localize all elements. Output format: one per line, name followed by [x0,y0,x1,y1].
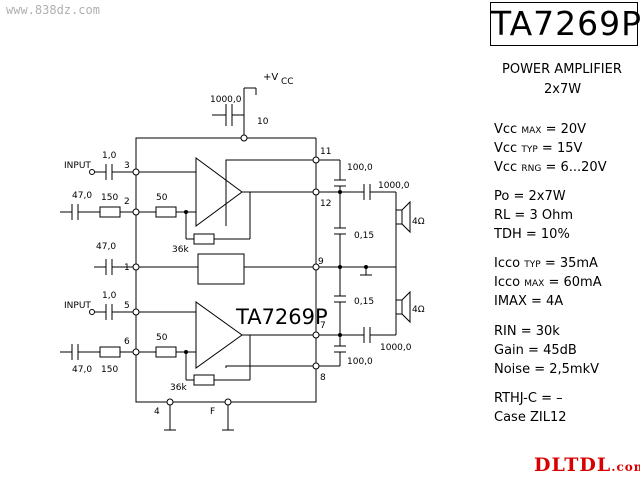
spec-vcc-max: Vcc MAX = 20V [494,122,587,137]
cap-fb-2-label: 47,0 [72,365,92,375]
spec-power-rating: 2x7W [544,82,582,97]
cap-fb-1-label: 47,0 [72,191,92,201]
pin-12-number: 12 [320,199,331,209]
spec-imax: IMAX = 4A [494,294,564,309]
amplifier-2 [195,301,243,369]
chip-title: TA7269P [490,2,640,46]
speaker-2-label: 4Ω [412,305,425,315]
speaker-1-label: 4Ω [412,217,425,227]
cap-in-2-label: 1,0 [102,291,117,301]
cap-out-1-label: 1000,0 [378,181,410,191]
res-fb-1-label: 150 [101,193,118,203]
cap-zobel-1-label: 0,15 [354,231,374,241]
spec-description: POWER AMPLIFIER [502,62,622,77]
pin-3-number: 3 [124,161,130,171]
amplifier-1 [195,157,243,227]
ic-label: TA7269P [235,305,328,329]
spec-rin: RIN = 30k [494,324,560,339]
cap-in-1-label: 1,0 [102,151,117,161]
input-1-label: INPUT [64,161,91,171]
pin-6-number: 6 [124,337,130,347]
pin-10-number: 10 [257,117,269,127]
input-2-label: INPUT [64,301,91,311]
spec-rthj: RTHJ-C = – [494,391,563,406]
res-36k-2-label: 36k [170,383,187,393]
res-36k-1-label: 36k [172,245,189,255]
spec-tdh: TDH = 10% [494,227,570,242]
spec-case: Case ZIL12 [494,410,567,425]
site-logo[interactable]: DLTDL.com [534,454,640,476]
cap-vcc-label: 1000,0 [210,95,242,105]
spec-icco-typ: Icco TYP = 35mA [494,256,598,271]
spec-vcc-typ: Vcc TYP = 15V [494,141,583,156]
cap-boot-2-label: 100,0 [347,357,373,367]
pin-5-number: 5 [124,301,130,311]
pin-2-number: 2 [124,197,130,207]
cap-boot-1-label: 100,0 [347,163,373,173]
spec-icco-max: Icco MAX = 60mA [494,275,602,290]
spec-gain: Gain = 45dB [494,343,577,358]
pin-4-number: 4 [154,407,160,417]
pin-8-number: 8 [320,373,326,383]
spec-rl: RL = 3 Ohm [494,208,573,223]
res-50-1-label: 50 [156,193,168,203]
pin-7-number: 7 [320,321,326,331]
pin-11-number: 11 [320,147,331,157]
res-50-2-label: 50 [156,333,168,343]
cap-pin1-label: 47,0 [96,242,116,252]
ic-frame [135,137,317,403]
bias-block [197,253,245,285]
pin-9-number: 9 [318,257,324,267]
pin-f-label: F [210,407,215,417]
spec-vcc-rng: Vcc RNG = 6...20V [494,160,607,175]
res-fb-2-label: 150 [101,365,118,375]
spec-po: Po = 2x7W [494,189,566,204]
cap-out-2-label: 1000,0 [380,343,412,353]
cap-zobel-2-label: 0,15 [354,297,374,307]
watermark: www.838dz.com [6,3,100,17]
pin-1-number: 1 [124,263,130,273]
spec-noise: Noise = 2,5mkV [494,362,599,377]
vcc-label: +V [263,72,278,83]
vcc-sub-label: CC [281,77,294,87]
